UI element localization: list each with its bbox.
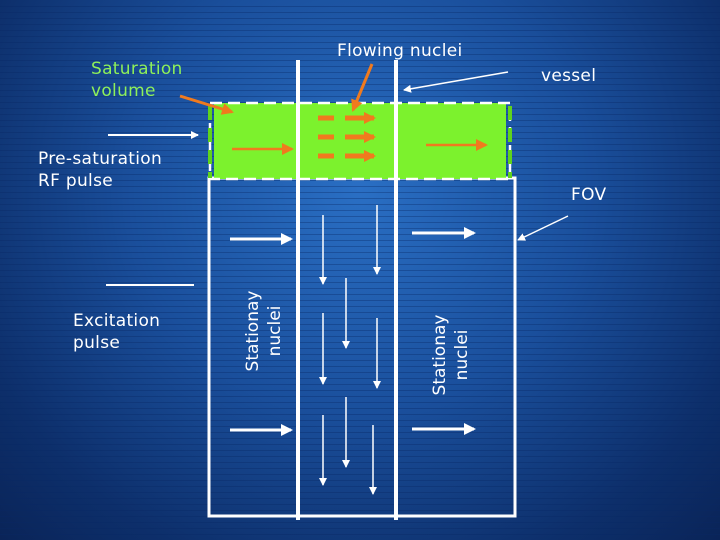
background-line (0, 438, 720, 439)
background-line (0, 78, 720, 79)
flowing-nuclei-label: Flowing nuclei (337, 41, 463, 61)
vessel-pointer (403, 71, 509, 93)
background-line (0, 294, 720, 295)
background-line (0, 84, 720, 85)
background-line (0, 450, 720, 451)
background-line (0, 24, 720, 25)
background-line (0, 252, 720, 253)
flowing-nuclei-pointer (351, 63, 374, 112)
background-line (0, 426, 720, 427)
background-line (0, 210, 720, 211)
background-line (0, 462, 720, 463)
background-line (0, 312, 720, 313)
background-line (0, 456, 720, 457)
background-line (0, 378, 720, 379)
saturation-volume-label: Saturation volume (91, 59, 183, 101)
background-line (0, 474, 720, 475)
background-line (0, 276, 720, 277)
background-line (0, 216, 720, 217)
background-line (0, 42, 720, 43)
pre-saturation-rf-pulse-label: Pre-saturation RF pulse (38, 149, 163, 191)
background-line (0, 342, 720, 343)
background-line (0, 186, 720, 187)
background-line (0, 30, 720, 31)
background-line (0, 390, 720, 391)
background-line (0, 444, 720, 445)
background-line (0, 336, 720, 337)
background-line (0, 324, 720, 325)
background-line (0, 510, 720, 511)
fov-label: FOV (571, 185, 607, 205)
background-line (0, 330, 720, 331)
background-line (0, 192, 720, 193)
background-line (0, 288, 720, 289)
background-line (0, 66, 720, 67)
background-line (0, 72, 720, 73)
background-line (0, 306, 720, 307)
background-line (0, 372, 720, 373)
excitation-pulse-label: Excitation pulse (73, 311, 161, 353)
background-line (0, 18, 720, 19)
background-line (0, 60, 720, 61)
background-line (0, 504, 720, 505)
background-line (0, 54, 720, 55)
background-line (0, 468, 720, 469)
background-line (0, 360, 720, 361)
background-line (0, 198, 720, 199)
background-line (0, 6, 720, 7)
background-line (0, 402, 720, 403)
background-line (0, 180, 720, 181)
stationary-nuclei-label-left: Stationay nuclei (243, 290, 285, 372)
background-line (0, 48, 720, 49)
background-line (0, 348, 720, 349)
background-line (0, 240, 720, 241)
background-line (0, 222, 720, 223)
saturation-band (214, 103, 506, 179)
background-line (0, 498, 720, 499)
fov-pointer (517, 215, 569, 241)
background-line (0, 264, 720, 265)
background-line (0, 234, 720, 235)
background-line (0, 258, 720, 259)
background-line (0, 270, 720, 271)
background-line (0, 408, 720, 409)
background-line (0, 414, 720, 415)
background-line (0, 480, 720, 481)
background-line (0, 282, 720, 283)
background-line (0, 432, 720, 433)
background-line (0, 486, 720, 487)
background-line (0, 228, 720, 229)
vessel-label: vessel (541, 66, 597, 86)
stationary-nuclei-label-right: Stationay nuclei (430, 314, 472, 396)
background-line (0, 534, 720, 535)
background-line (0, 354, 720, 355)
background-line (0, 300, 720, 301)
background-line (0, 492, 720, 493)
background-line (0, 318, 720, 319)
saturation-volume-pointer (179, 94, 234, 115)
background-line (0, 12, 720, 13)
background-line (0, 36, 720, 37)
background-line (0, 420, 720, 421)
background-line (0, 522, 720, 523)
background-line (0, 528, 720, 529)
background-line (0, 384, 720, 385)
background-line (0, 396, 720, 397)
background-line (0, 246, 720, 247)
background-line (0, 366, 720, 367)
background-line (0, 204, 720, 205)
